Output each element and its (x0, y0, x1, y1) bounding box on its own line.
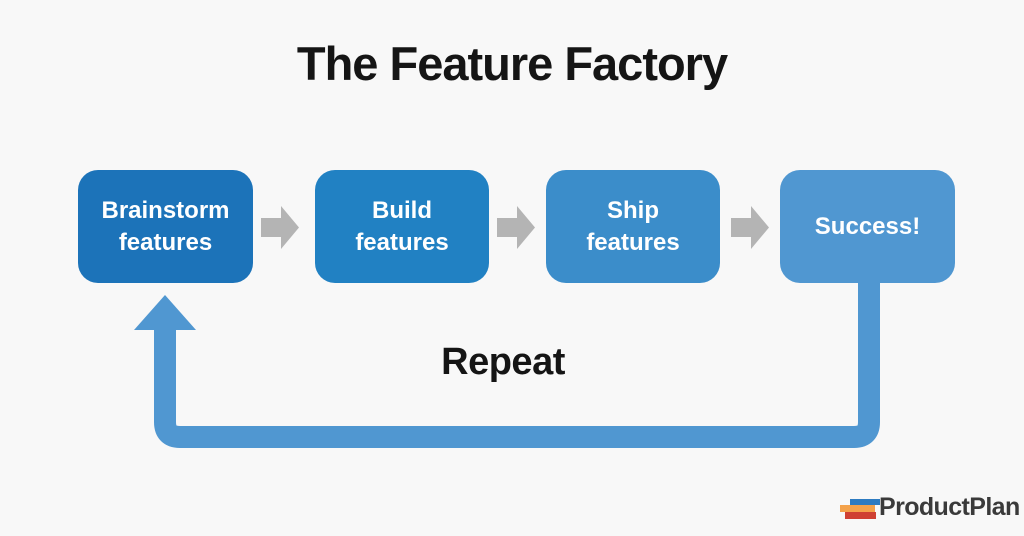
step-box-ship-features: Ship features (546, 170, 720, 283)
step-box-build-features: Build features (315, 170, 489, 283)
step-label: Success! (814, 212, 921, 240)
step-label: Ship features (586, 196, 680, 256)
logo-bar-red-icon (845, 512, 876, 519)
page-title: The Feature Factory (296, 37, 728, 90)
logo-bar-orange-icon (840, 505, 875, 512)
loop-label: Repeat (441, 341, 565, 383)
flow-arrow-icon (261, 206, 299, 249)
flow-arrow-icon (731, 206, 769, 249)
productplan-logo: ProductPlan (838, 490, 1020, 524)
step-box-brainstorm-features: Brainstorm features (78, 170, 253, 283)
logo-bar-blue-icon (850, 499, 880, 505)
step-box-success: Success! (780, 170, 955, 283)
step-label: Build features (355, 196, 449, 256)
logo-wordmark: ProductPlan (879, 493, 1020, 521)
flow-arrow-icon (497, 206, 535, 249)
step-label: Brainstorm features (101, 196, 230, 256)
